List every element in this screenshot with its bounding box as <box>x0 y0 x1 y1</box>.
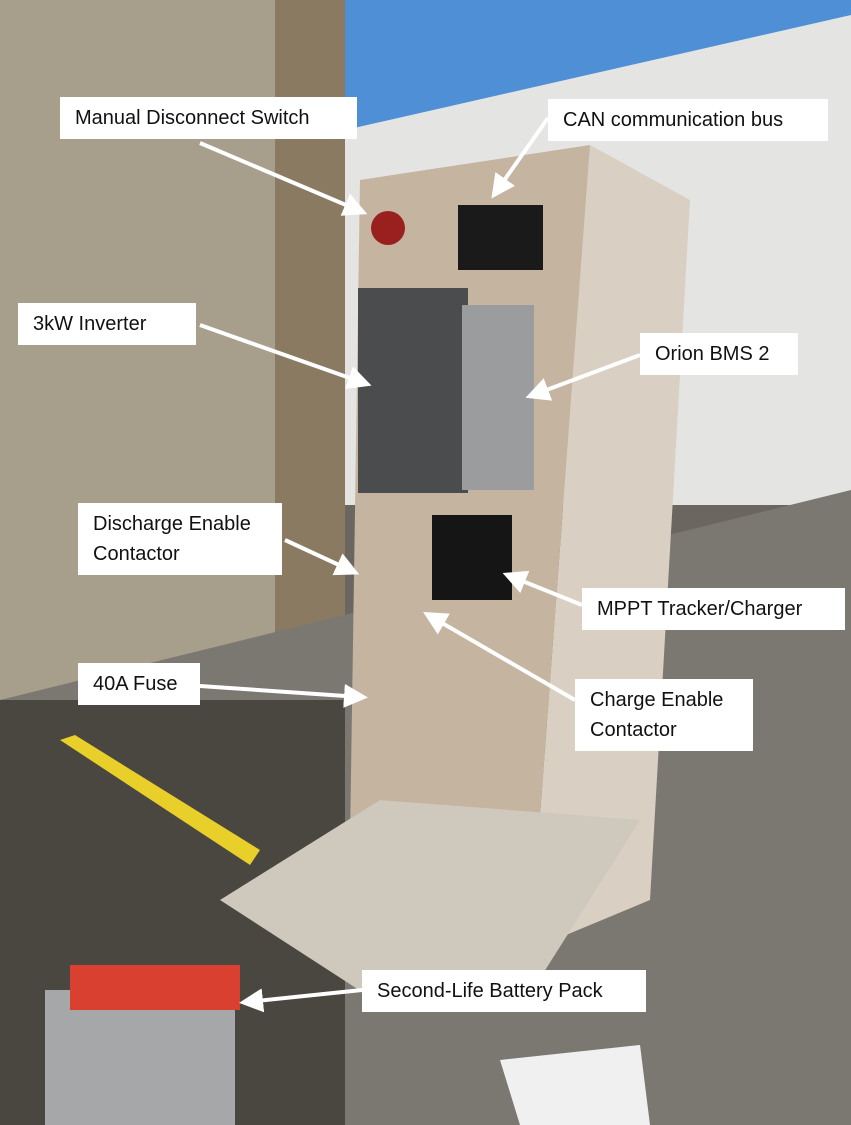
inverter-device <box>358 288 468 493</box>
label-line: Contactor <box>590 719 677 741</box>
label-mppt-tracker-charger: MPPT Tracker/Charger <box>582 588 845 630</box>
label-line: Discharge Enable <box>93 513 251 535</box>
label-3kw-inverter: 3kW Inverter <box>18 303 196 345</box>
label-can-communication-bus: CAN communication bus <box>548 99 828 141</box>
label-second-life-battery-pack: Second-Life Battery Pack <box>362 970 646 1012</box>
paper <box>500 1045 650 1125</box>
battery-pack <box>45 990 235 1125</box>
can-bus-box <box>458 205 543 270</box>
label-charge-enable-contactor: Charge Enable Contactor <box>575 679 753 751</box>
mppt-device <box>432 515 512 600</box>
label-line: Charge Enable <box>590 689 724 711</box>
label-discharge-enable-contactor: Discharge Enable Contactor <box>78 503 282 575</box>
label-line: Contactor <box>93 543 180 565</box>
label-40a-fuse: 40A Fuse <box>78 663 200 705</box>
label-orion-bms: Orion BMS 2 <box>640 333 798 375</box>
board-base <box>220 800 640 1010</box>
label-manual-disconnect-switch: Manual Disconnect Switch <box>60 97 357 139</box>
battery-terminals <box>70 965 240 1010</box>
disconnect-switch <box>371 211 405 245</box>
yellow-tool <box>60 735 260 865</box>
bms-device <box>462 305 534 490</box>
